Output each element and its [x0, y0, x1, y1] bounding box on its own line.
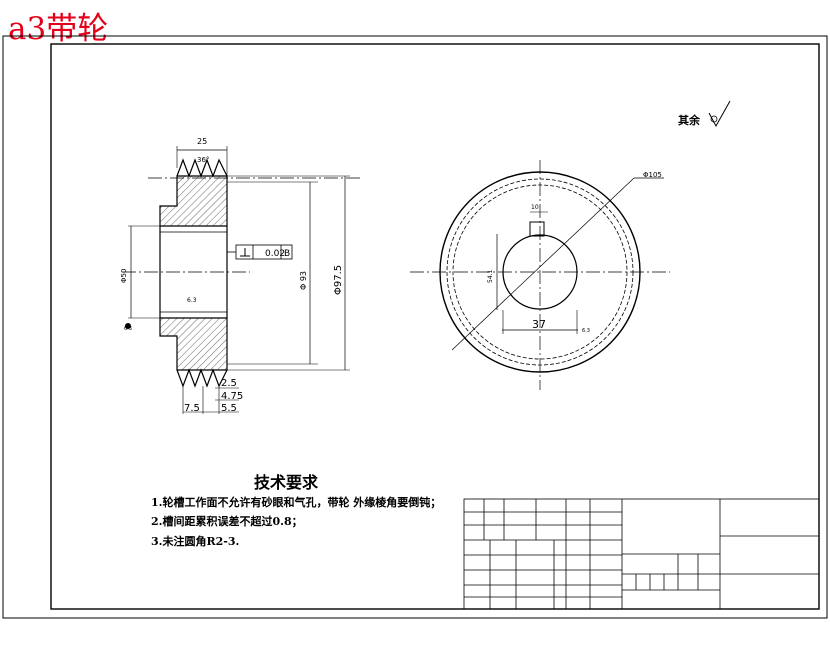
groove-dim-3: 7.5 [184, 403, 200, 414]
dim-hub-dia: Φ 93 [299, 271, 308, 290]
tech-requirement-3: 3.未注圆角R2-3. [151, 535, 240, 548]
small-label-1: 6.3 [187, 297, 197, 304]
groove-dim-1: 2.5 [221, 378, 237, 389]
front-small-label: 6.3 [582, 328, 590, 334]
dim-width: 25 [197, 137, 207, 146]
dim-front-outer: Φ105 [643, 171, 662, 179]
groove-dim-2: 4.75 [221, 391, 243, 402]
tolerance-value: 0.02 [265, 249, 285, 259]
roughness-label: 其余 [678, 113, 701, 127]
tech-requirement-2: 2.槽间距累积误差不超过0.8； [151, 515, 303, 528]
dim-outer-dia: Φ97.5 [333, 265, 344, 295]
title-block [463, 498, 820, 610]
front-view [410, 160, 670, 390]
dim-keyway-depth: 54.1 [487, 269, 494, 283]
roughness-symbol: 其余 [678, 100, 731, 128]
dim-bore-dia: Φ50 [120, 269, 128, 283]
drawing-title: a3带轮 [8, 11, 109, 47]
dim-keyway: 10 [531, 204, 539, 211]
groove-dim-4: 5.5 [221, 403, 237, 414]
side-section-view [122, 146, 360, 414]
outer-border [2, 35, 828, 619]
small-label-2: 6.3 [124, 326, 132, 332]
dim-37: 37 [532, 318, 546, 331]
datum-label: B [284, 249, 290, 259]
dim-angle: 36° [197, 156, 209, 164]
inner-frame [50, 43, 820, 610]
tech-requirements-heading: 技术要求 [254, 473, 319, 492]
tech-requirement-1: 1.轮槽工作面不允许有砂眼和气孔，带轮 外缘棱角要倒钝； [151, 496, 442, 509]
